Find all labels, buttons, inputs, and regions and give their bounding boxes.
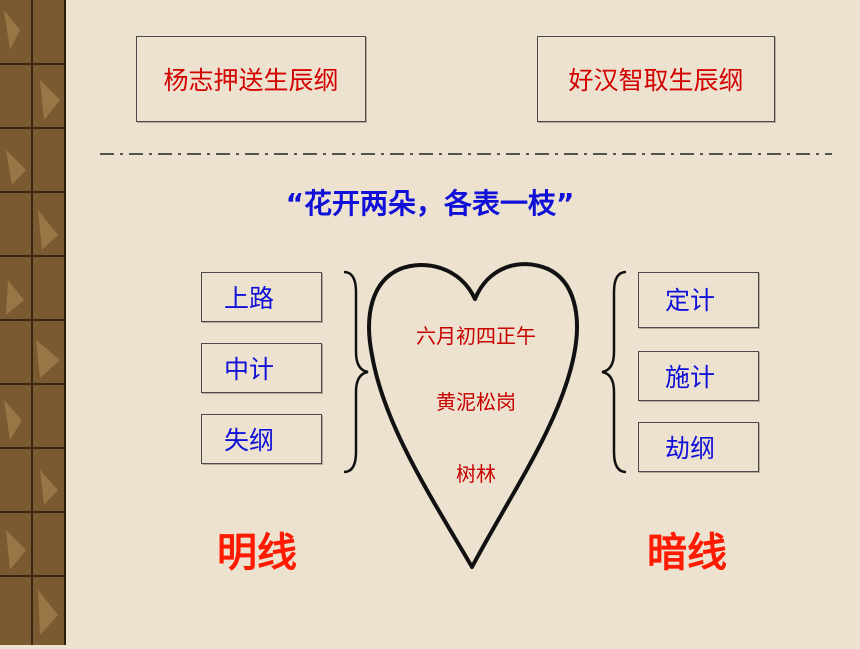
right-item-text: 劫纲 (665, 434, 716, 463)
title-yangzhi-text: 杨志押送生辰纲 (163, 66, 339, 95)
left-item-box: 失纲 (201, 414, 322, 464)
left-brace-icon (343, 270, 369, 474)
title-box-yangzhi: 杨志押送生辰纲 (136, 36, 366, 122)
left-item-text: 失纲 (224, 426, 275, 455)
left-item-box: 中计 (201, 343, 322, 393)
left-item-text: 中计 (224, 355, 275, 384)
label-ming-xian: 明线 (217, 530, 297, 576)
side-wood-strip (0, 0, 66, 645)
heart-shape-icon (367, 262, 579, 569)
heart-line: 六月初四正午 (416, 324, 536, 348)
right-item-text: 定计 (665, 286, 716, 315)
right-brace-icon (601, 270, 627, 474)
right-item-box: 施计 (638, 351, 759, 401)
dash-dot-divider (100, 153, 832, 155)
right-item-box: 定计 (638, 272, 759, 328)
title-box-haohan: 好汉智取生辰纲 (537, 36, 775, 122)
left-item-box: 上路 (201, 272, 322, 322)
subtitle-quote: “花开两朵，各表一枝” (285, 187, 575, 220)
right-item-text: 施计 (665, 363, 716, 392)
label-an-xian: 暗线 (647, 530, 727, 576)
wood-grid (0, 0, 64, 645)
left-item-text: 上路 (224, 284, 275, 313)
heart-line: 黄泥松岗 (436, 390, 516, 414)
right-item-box: 劫纲 (638, 422, 759, 472)
title-haohan-text: 好汉智取生辰纲 (568, 66, 744, 95)
heart-line: 树林 (456, 462, 496, 486)
